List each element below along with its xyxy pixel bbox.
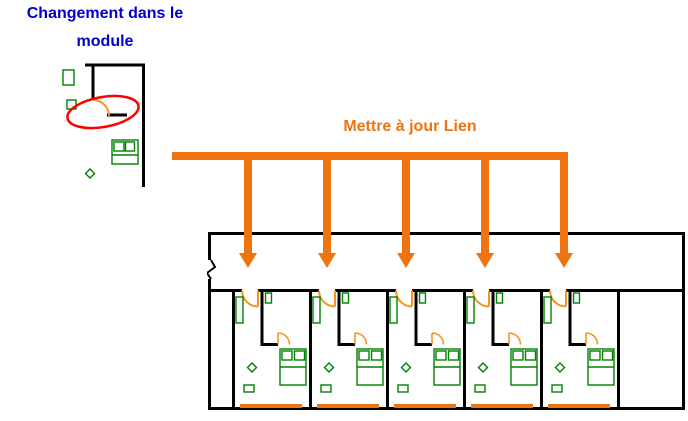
wall-break-symbol <box>207 259 217 280</box>
door-swing-icon <box>92 99 110 117</box>
update-arrow <box>476 152 494 268</box>
title-line-2: module <box>76 33 134 50</box>
title-line-1: Changement dans le <box>26 5 184 22</box>
change-highlight-ellipse <box>66 94 140 130</box>
pillow <box>113 141 125 152</box>
linked-floor-plan <box>207 232 685 410</box>
update-link-bar <box>172 152 568 160</box>
arrow-head-icon <box>397 253 415 268</box>
arrow-head-icon <box>555 253 573 268</box>
update-arrow <box>555 152 573 268</box>
arrow-head-icon <box>239 253 257 268</box>
chair <box>84 168 96 179</box>
fixture <box>62 69 75 86</box>
module-detail-plan <box>62 63 145 187</box>
update-arrow <box>397 152 415 268</box>
update-arrow <box>239 152 257 268</box>
plan-outer-wall <box>208 232 685 410</box>
module-furniture <box>62 69 139 179</box>
update-link-label: Mettre à jour Lien <box>343 118 477 135</box>
pillow <box>124 141 136 152</box>
title-block: Changement dans le module <box>0 0 210 56</box>
arrow-head-icon <box>476 253 494 268</box>
update-arrow <box>318 152 336 268</box>
arrow-head-icon <box>318 253 336 268</box>
